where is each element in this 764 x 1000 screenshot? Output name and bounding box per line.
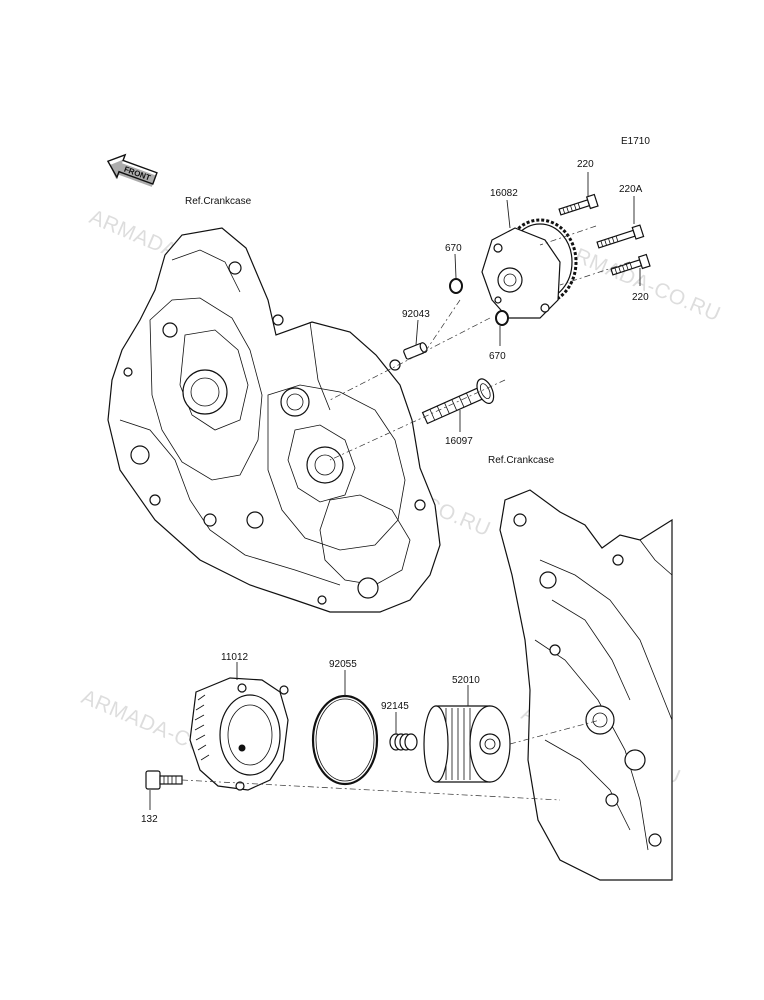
label-52010: 52010 — [452, 675, 480, 686]
left-crankcase — [107, 227, 441, 613]
part-labels: 220 220A 220 16082 670 670 92043 16097 1… — [141, 159, 649, 825]
oil-filter-52010 — [423, 705, 511, 783]
oil-filter-cover-11012 — [189, 677, 289, 791]
label-92055: 92055 — [329, 659, 357, 670]
label-11012: 11012 — [221, 652, 249, 663]
o-ring-670-bottom — [495, 310, 509, 326]
label-16082: 16082 — [490, 188, 518, 199]
spring-92145 — [389, 733, 418, 751]
label-92043: 92043 — [402, 309, 430, 320]
ref-crankcase-left: Ref.Crankcase — [185, 196, 252, 207]
o-ring-92055 — [311, 694, 379, 786]
bolt-220-top — [558, 193, 599, 216]
label-670-top: 670 — [445, 243, 462, 254]
label-670-bottom: 670 — [489, 351, 506, 362]
oil-screen-16097 — [421, 378, 495, 425]
label-220-bottom: 220 — [632, 292, 649, 303]
front-arrow-icon: FRONT — [106, 153, 158, 187]
label-220-top: 220 — [577, 159, 594, 170]
watermark-2: ARMADA-CO.RU — [558, 238, 724, 326]
dowel-92043 — [403, 342, 428, 360]
bolt-220-bottom — [610, 253, 651, 276]
ref-crankcase-right: Ref.Crankcase — [488, 455, 555, 466]
label-16097: 16097 — [445, 436, 473, 447]
oil-pump-16082 — [481, 218, 578, 319]
o-ring-670-top — [449, 278, 463, 294]
label-92145: 92145 — [381, 701, 409, 712]
label-220a: 220A — [619, 184, 643, 195]
label-132: 132 — [141, 814, 158, 825]
diagram-code: E1710 — [621, 136, 650, 147]
leader-lines — [149, 172, 641, 810]
right-crankcase — [499, 489, 673, 881]
bolt-132 — [145, 770, 183, 790]
bolt-220a — [596, 224, 645, 249]
